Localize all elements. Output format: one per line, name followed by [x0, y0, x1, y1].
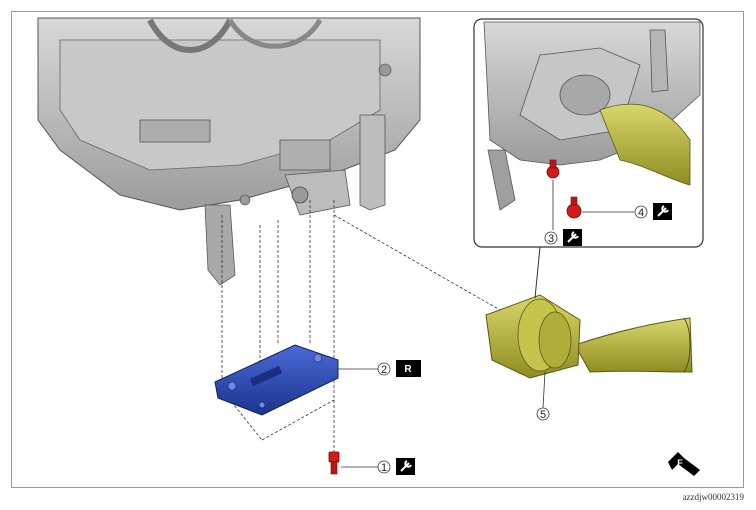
callout-4: 4: [634, 203, 672, 220]
front-direction-label: F: [677, 458, 683, 468]
callout-2-number: 2: [381, 364, 387, 376]
bolt-part-1: [328, 451, 340, 475]
connector-part-5: [485, 294, 693, 379]
bolt-part-3: [546, 159, 560, 179]
bolt-part-4: [566, 196, 582, 219]
callout-5-number: 5: [540, 409, 546, 421]
front-direction-arrow: F: [668, 452, 700, 476]
leader-lines: [338, 180, 634, 468]
bracket-part-2: [214, 344, 339, 416]
callout-4-number: 4: [638, 207, 644, 219]
inset-pointer-line: [534, 246, 541, 299]
callout-3-number: 3: [548, 233, 554, 245]
replace-badge: [396, 360, 421, 377]
detail-inset: [483, 21, 701, 211]
callout-5: 5: [536, 407, 550, 421]
callout-3: 3: [544, 229, 582, 246]
vehicle-underbody: [37, 17, 421, 286]
callout-1-number: 1: [381, 462, 387, 474]
figure-reference-code: azzdjw00002319: [683, 492, 745, 502]
replace-badge-text: R: [404, 364, 412, 375]
callout-1: 1: [377, 458, 415, 475]
callout-2: 2 R: [377, 360, 421, 377]
